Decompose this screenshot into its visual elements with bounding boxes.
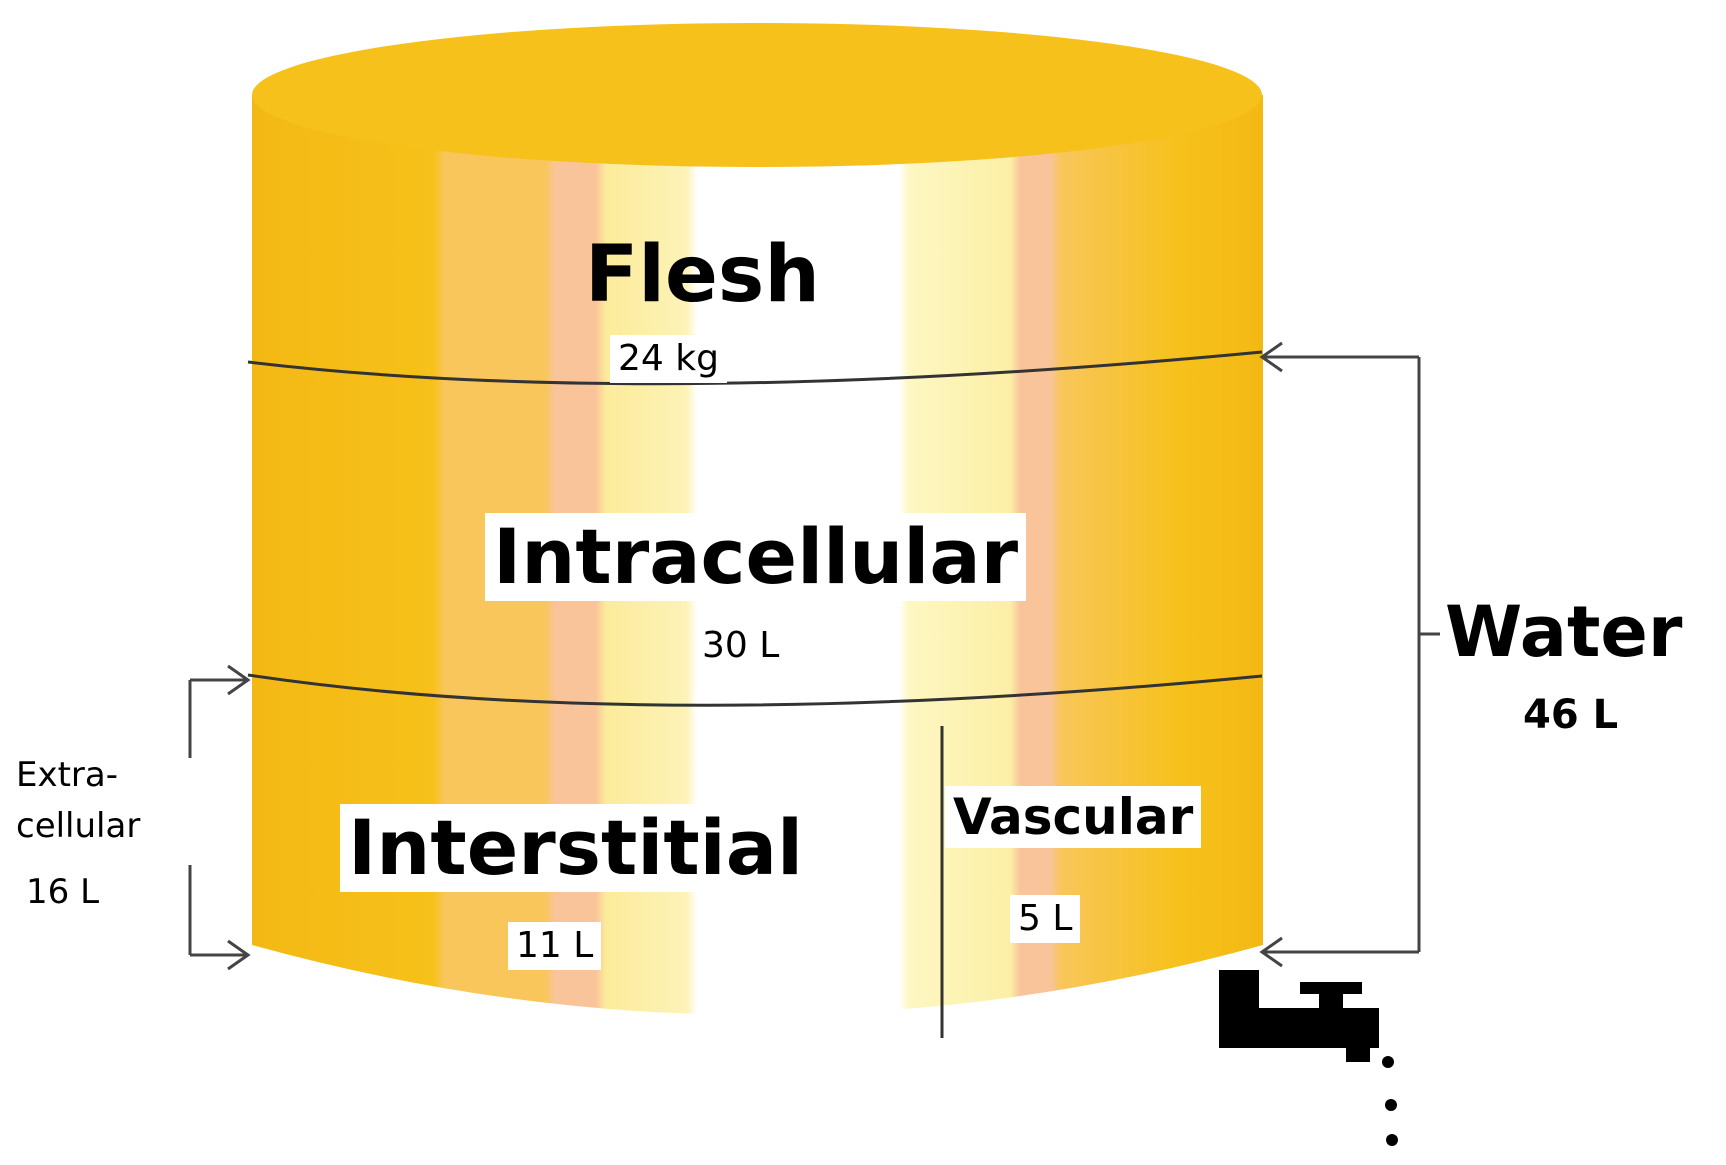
intracellular-label: Intracellular — [485, 513, 1027, 601]
extracellular-label-line2: cellular — [16, 806, 141, 846]
water-amount: 46 L — [1523, 692, 1619, 738]
vascular-label: Vascular — [945, 786, 1202, 848]
interstitial-amount: 11 L — [508, 922, 602, 970]
water-label: Water — [1445, 591, 1683, 673]
faucet-icon — [1219, 970, 1379, 1062]
intracellular-extracellular-divider — [247, 673, 1263, 707]
water-drops-icon — [1382, 1056, 1398, 1146]
extracellular-label-line1: Extra- — [16, 755, 119, 795]
intracellular-amount: 30 L — [702, 625, 780, 666]
extracellular-bracket — [188, 664, 251, 971]
flesh-amount: 24 kg — [610, 335, 727, 383]
interstitial-label: Interstitial — [340, 804, 812, 892]
water-bracket — [1259, 341, 1440, 968]
vascular-amount: 5 L — [1010, 895, 1081, 943]
flesh-label: Flesh — [585, 230, 820, 320]
tank-top — [252, 23, 1262, 167]
flesh-intracellular-divider — [247, 350, 1263, 386]
extracellular-amount: 16 L — [26, 872, 100, 912]
